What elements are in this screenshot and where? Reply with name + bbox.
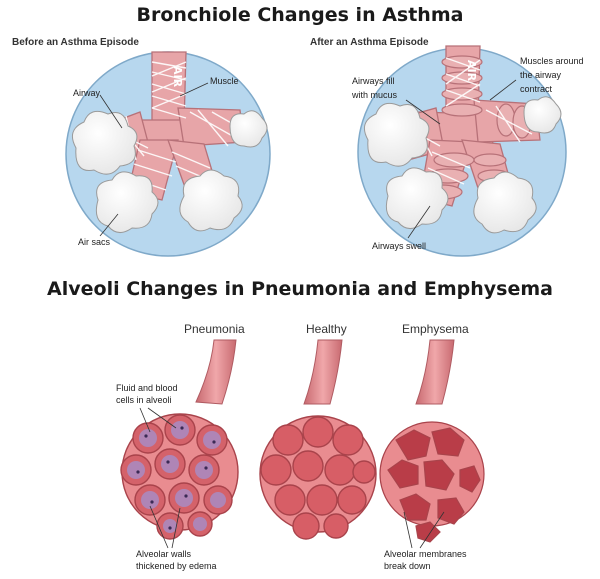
alveoli-title: Alveoli Changes in Pneumonia and Emphyse… <box>47 278 553 300</box>
label-muscles-around-3: contract <box>520 84 553 94</box>
label-membranes-1: Alveolar membranes <box>384 549 467 559</box>
label-fluid-1: Fluid and blood <box>116 383 178 393</box>
label-walls-1: Alveolar walls <box>136 549 192 559</box>
after-episode-title: After an Asthma Episode <box>310 37 429 48</box>
label-fluid-2: cells in alveoli <box>116 395 172 405</box>
air-text-after: AIR <box>465 60 478 82</box>
label-airways-fill-1: Airways fill <box>352 76 395 86</box>
alveoli-pneumonia <box>120 413 239 540</box>
column-emphysema: Emphysema <box>402 322 469 336</box>
label-airways-fill-2: with mucus <box>352 90 398 100</box>
bronchiole-before-diagram <box>65 51 271 257</box>
label-muscles-around-2: the airway <box>520 70 562 80</box>
label-air-sacs: Air sacs <box>78 237 111 247</box>
asthma-title: Bronchiole Changes in Asthma <box>136 4 464 26</box>
label-muscles-around-1: Muscles around <box>520 56 584 66</box>
air-text-before: AIR <box>171 66 184 88</box>
column-healthy: Healthy <box>306 322 347 336</box>
label-walls-2: thickened by edema <box>136 561 217 571</box>
column-pneumonia: Pneumonia <box>184 322 245 336</box>
bronchiole-after-diagram <box>357 45 567 257</box>
label-airways-swell: Airways swell <box>372 241 427 251</box>
alveoli-healthy <box>259 415 377 540</box>
alveoli-emphysema <box>379 421 485 543</box>
label-membranes-2: break down <box>384 561 431 571</box>
label-airway: Airway <box>73 88 101 98</box>
before-episode-title: Before an Asthma Episode <box>12 37 139 48</box>
label-muscle: Muscle <box>210 76 239 86</box>
